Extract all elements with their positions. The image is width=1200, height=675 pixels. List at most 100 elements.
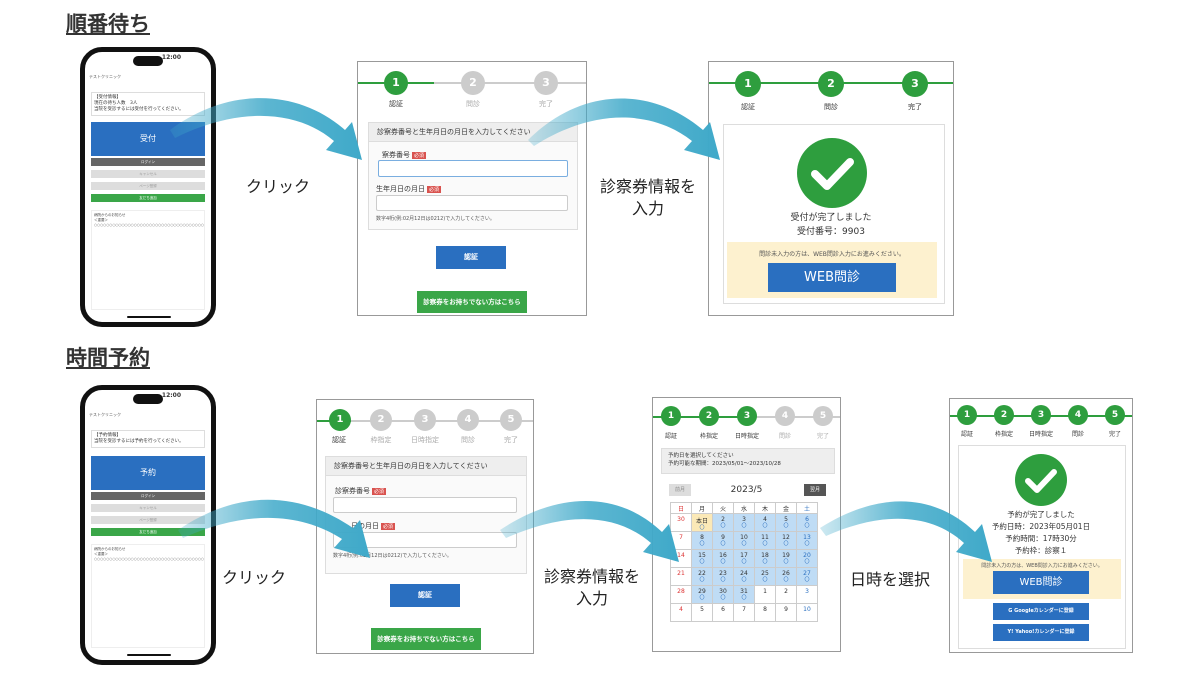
card-number-input[interactable] xyxy=(378,160,568,177)
phone-login-button[interactable]: ログイン xyxy=(91,492,205,500)
available-mark: 〇 xyxy=(741,595,747,601)
phone-login-button[interactable]: ログイン xyxy=(91,158,205,166)
google-calendar-button[interactable]: G Googleカレンダーに登録 xyxy=(993,603,1089,620)
step-2-circle: 2 xyxy=(818,71,844,97)
required-badge: 必須 xyxy=(372,487,387,495)
no-card-button[interactable]: 診察券をお持ちでない方はこちら xyxy=(371,628,481,650)
day-number: 8 xyxy=(700,534,704,541)
step-3-circle: 3 xyxy=(902,71,928,97)
yahoo-calendar-button[interactable]: Y! Yahoo!カレンダーに登録 xyxy=(993,624,1089,641)
next-month-button[interactable]: 翌月 xyxy=(804,484,826,496)
complete-panel-reservation: 1 2 3 4 5 認証 枠指定 日時指定 問診 完了 予約が完了しました 予約… xyxy=(949,398,1133,653)
step-4-label: 問診 xyxy=(1071,431,1085,438)
no-card-button[interactable]: 診察券をお持ちでない方はこちら xyxy=(417,291,527,313)
available-mark: 〇 xyxy=(804,541,810,547)
step-5-label: 完了 xyxy=(504,436,518,444)
calendar-day: 28 xyxy=(670,585,692,604)
day-number: 6 xyxy=(805,516,809,523)
prev-month-button[interactable]: 前月 xyxy=(669,484,691,496)
web-inquiry-button[interactable]: WEB問診 xyxy=(768,263,896,292)
step-3-label: 完了 xyxy=(539,100,553,108)
phone-history-button[interactable]: ページ登録 xyxy=(91,182,205,190)
step-5-label: 完了 xyxy=(816,433,830,440)
step-4-circle: 4 xyxy=(457,409,479,431)
reservation-datetime: 予約日時：2023年05月01日 xyxy=(991,522,1091,531)
phone-status-time: 12:00 xyxy=(161,392,181,399)
phone-reception-button[interactable]: 受付 xyxy=(91,122,205,156)
available-mark: 〇 xyxy=(741,559,747,565)
caption-enter-card-bottom: 診察券情報を 入力 xyxy=(533,566,651,610)
step-1-circle: 1 xyxy=(661,406,681,426)
calendar-day: 6 xyxy=(712,603,734,622)
step-3-circle: 3 xyxy=(1031,405,1051,425)
yahoo-icon: Y! xyxy=(1007,629,1016,635)
phone-history-button[interactable]: ページ登録 xyxy=(91,516,205,524)
calendar-day: 3 xyxy=(796,585,818,604)
day-number: 2 xyxy=(784,588,788,595)
phone-cancel-button[interactable]: キャンセル xyxy=(91,170,205,178)
available-mark: 〇 xyxy=(762,577,768,583)
today-label: 本日 xyxy=(695,518,708,525)
phone-notice-body: ＜重要＞ ○○○○○○○○○○○○○○○○○○○○○○○○○○○○○○○○○○○… xyxy=(94,552,205,561)
auth-submit-button[interactable]: 認証 xyxy=(436,246,506,269)
birthdate-label: 生年月日の月日必須 xyxy=(376,185,442,193)
birthdate-input[interactable] xyxy=(376,195,568,211)
calendar-day: 21 xyxy=(670,567,692,586)
card-number-input[interactable] xyxy=(333,497,517,513)
auth-form-header: 診察券番号と生年月日の月日を入力してください xyxy=(326,457,526,476)
day-number: 28 xyxy=(677,588,685,595)
day-number: 11 xyxy=(761,534,769,541)
phone-home-indicator xyxy=(127,316,171,318)
available-mark: 〇 xyxy=(699,559,705,565)
calendar-day: 30 xyxy=(670,513,692,532)
day-number: 21 xyxy=(677,570,685,577)
phone-reserve-button[interactable]: 予約 xyxy=(91,456,205,490)
step-2-circle: 2 xyxy=(370,409,392,431)
auth-panel-reservation: 1 2 3 4 5 認証 枠指定 日時指定 問診 完了 診察券番号と生年月日の月… xyxy=(316,399,534,654)
calendar-header: 予約日を選択してください 予約可能な期間：2023/05/01〜2023/10/… xyxy=(661,448,835,474)
step-5-label: 完了 xyxy=(1108,431,1122,438)
web-inquiry-button[interactable]: WEB問診 xyxy=(993,571,1089,594)
birthdate-input[interactable] xyxy=(333,532,517,548)
web-inquiry-notice: 問診未入力の方は、WEB問診入力にお進みください。 WEB問診 xyxy=(727,242,937,298)
calendar-panel: 1 2 3 4 5 認証 枠指定 日時指定 問診 完了 予約日を選択してください… xyxy=(652,397,841,652)
step-2-circle: 2 xyxy=(461,71,485,95)
phone-line-button[interactable]: 友だち追加 xyxy=(91,194,205,202)
auth-submit-button[interactable]: 認証 xyxy=(390,584,460,607)
phone-line-button[interactable]: 友だち追加 xyxy=(91,528,205,536)
calendar-day: 14 xyxy=(670,549,692,568)
step-2-label: 問診 xyxy=(466,100,480,108)
card-number-label: 診察券番号必須 xyxy=(335,487,387,495)
day-number: 22 xyxy=(698,570,706,577)
phone-cancel-button[interactable]: キャンセル xyxy=(91,504,205,512)
day-number: 12 xyxy=(782,534,790,541)
available-mark: 〇 xyxy=(783,523,789,529)
available-mark: 〇 xyxy=(783,559,789,565)
